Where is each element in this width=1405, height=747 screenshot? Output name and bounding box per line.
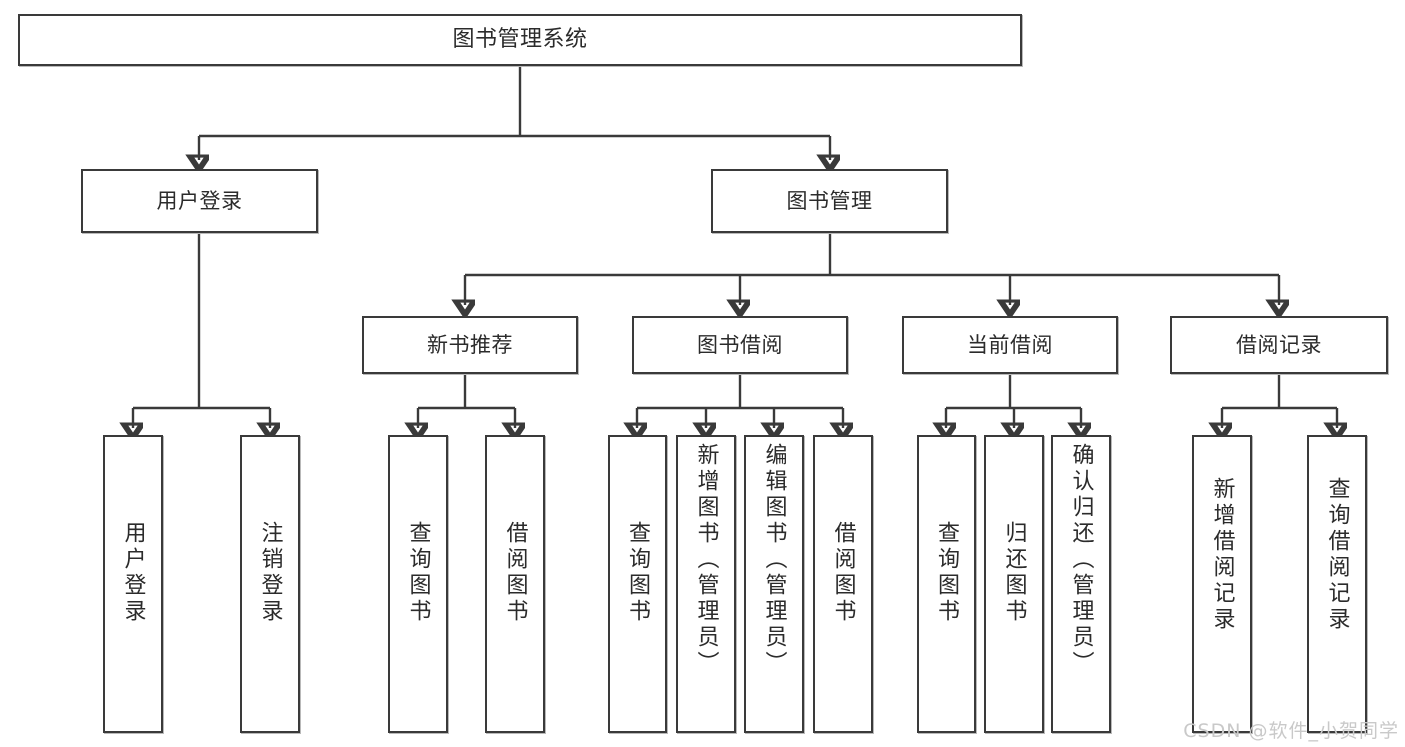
leaf-current-borrow-return-book[interactable]: 归还图书 [984,435,1044,733]
node-label: 图书管理系统 [452,27,588,53]
node-current-borrow[interactable]: 当前借阅 [902,316,1118,374]
node-label: 查询借阅记录 [1324,477,1350,633]
leaf-current-borrow-confirm-return-admin[interactable]: 确认归还（管理员） [1051,435,1111,733]
node-label: 查询图书 [934,521,960,625]
node-root-book-management-system[interactable]: 图书管理系统 [18,14,1022,66]
leaf-user-login-logout[interactable]: 注销登录 [240,435,300,733]
node-book-management[interactable]: 图书管理 [711,169,948,233]
node-label: 新书推荐 [427,332,513,357]
node-label: 归还图书 [1001,521,1027,625]
node-label: 新增借阅记录 [1209,477,1235,633]
node-label: 用户登录 [156,188,243,213]
node-label: 用户登录 [120,521,146,625]
node-label: 图书借阅 [697,332,783,357]
leaf-borrow-record-query-record[interactable]: 查询借阅记录 [1307,435,1367,733]
leaf-book-borrow-add-book-admin[interactable]: 新增图书（管理员） [676,435,736,733]
node-label: 确认归还（管理员） [1068,443,1094,677]
node-user-login[interactable]: 用户登录 [81,169,318,233]
node-label: 新增图书（管理员） [693,443,719,677]
leaf-new-book-query-book[interactable]: 查询图书 [388,435,448,733]
leaf-current-borrow-query-book[interactable]: 查询图书 [917,435,976,733]
node-label: 借阅图书 [502,521,528,625]
leaf-book-borrow-query-book[interactable]: 查询图书 [608,435,667,733]
node-label: 当前借阅 [967,332,1053,357]
node-label: 借阅记录 [1236,332,1322,357]
leaf-borrow-record-add-record[interactable]: 新增借阅记录 [1192,435,1252,733]
leaf-user-login-login[interactable]: 用户登录 [103,435,163,733]
node-label: 查询图书 [625,521,651,625]
watermark: CSDN @软件_小贺同学 [1183,720,1399,742]
leaf-book-borrow-edit-book-admin[interactable]: 编辑图书（管理员） [744,435,804,733]
node-label: 图书管理 [786,188,873,213]
node-book-borrow[interactable]: 图书借阅 [632,316,848,374]
node-new-book-recommend[interactable]: 新书推荐 [362,316,578,374]
leaf-new-book-borrow-book[interactable]: 借阅图书 [485,435,545,733]
leaf-book-borrow-borrow-book[interactable]: 借阅图书 [813,435,873,733]
node-borrow-record[interactable]: 借阅记录 [1170,316,1388,374]
node-label: 查询图书 [405,521,431,625]
node-label: 借阅图书 [830,521,856,625]
node-label: 注销登录 [257,521,283,625]
node-label: 编辑图书（管理员） [761,443,787,677]
